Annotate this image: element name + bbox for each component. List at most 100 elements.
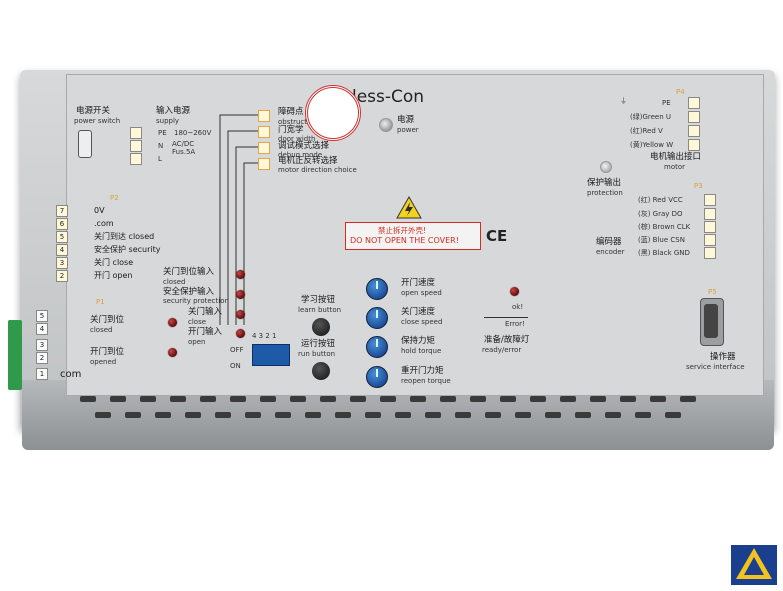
terminal-b3[interactable]: 3 <box>36 339 48 351</box>
supply-label-en: supply <box>156 117 180 125</box>
terminal-5-label: 关门到达 closed <box>94 232 155 241</box>
terminal-b4[interactable]: 4 <box>36 323 48 335</box>
motor-terminal-pe[interactable] <box>688 97 700 109</box>
terminal-b5[interactable]: 5 <box>36 310 48 322</box>
terminal-6[interactable]: 6 <box>56 218 68 230</box>
p3-label: P3 <box>694 182 703 190</box>
service-port-inner <box>704 304 718 338</box>
terminal-n[interactable] <box>130 140 142 152</box>
debug-indicator <box>258 142 270 154</box>
error-label: Error! <box>505 320 525 328</box>
encoder-row-4: (蓝) Blue CSN <box>638 236 685 244</box>
motor-row-u: (绿)Green U <box>630 113 672 121</box>
service-cn: 操作器 <box>710 352 736 362</box>
closed-led <box>236 270 245 279</box>
terminal-3[interactable]: 3 <box>56 257 68 269</box>
learn-button[interactable] <box>312 318 330 336</box>
power-switch-label-en: power switch <box>74 117 121 125</box>
close-input-en: close <box>188 318 207 326</box>
closed-input-en: closed <box>163 278 186 286</box>
obstruct-indicator <box>258 110 270 122</box>
hold-torque-en: hold torque <box>401 347 442 355</box>
dip-switch[interactable] <box>252 344 290 366</box>
terminal-3-label: 关门 close <box>94 258 134 267</box>
motor-row-v: (红)Red V <box>630 127 663 135</box>
motor-dir-en: motor direction choice <box>278 166 357 174</box>
motor-terminal-w[interactable] <box>688 139 700 151</box>
n-label: N <box>158 142 164 150</box>
security-input-cn: 安全保护输入 <box>163 287 215 297</box>
logo-icon <box>736 548 772 579</box>
protection-cn: 保护输出 <box>587 178 622 188</box>
protection-led <box>600 161 612 173</box>
wiring-lines <box>219 114 258 325</box>
power-switch-label-cn: 电源开关 <box>76 106 111 116</box>
terminal-5[interactable]: 5 <box>56 231 68 243</box>
closed-cn: 关门到位 <box>90 315 125 325</box>
open-input-en: open <box>188 338 206 346</box>
terminal-6-label: .com <box>94 219 114 228</box>
terminal-b1[interactable]: 1 <box>36 368 48 380</box>
encoder-terminal-2[interactable] <box>704 208 716 220</box>
opened-cn: 开门到位 <box>90 347 125 357</box>
debug-cn: 调试模式选择 <box>278 141 330 151</box>
voltage-label: 180~260V <box>174 129 212 137</box>
close-speed-cn: 关门速度 <box>401 307 436 317</box>
terminal-4[interactable]: 4 <box>56 244 68 256</box>
encoder-terminal-5[interactable] <box>704 247 716 259</box>
terminal-b2[interactable]: 2 <box>36 352 48 364</box>
motor-dir-cn: 电机正反转选择 <box>278 156 338 166</box>
open-speed-en: open speed <box>401 289 442 297</box>
open-speed-cn: 开门速度 <box>401 278 436 288</box>
security-input-en: security protection <box>163 297 229 305</box>
run-button-cn: 运行按钮 <box>301 339 336 349</box>
obstruct-en: obstruct <box>278 118 308 126</box>
run-button-en: run button <box>298 350 336 358</box>
green-terminal-block[interactable] <box>8 320 22 390</box>
door-width-cn: 门宽学 <box>278 125 304 135</box>
encoder-terminal-3[interactable] <box>704 221 716 233</box>
power-switch[interactable] <box>78 130 92 158</box>
encoder-row-1: (红) Red VCC <box>638 196 683 204</box>
status-divider <box>484 317 528 318</box>
corner-logo <box>731 545 777 585</box>
close-speed-knob[interactable] <box>366 307 388 329</box>
encoder-terminal-4[interactable] <box>704 234 716 246</box>
dip-numbers: 4 3 2 1 <box>252 332 277 340</box>
reopen-torque-knob[interactable] <box>366 366 388 388</box>
fuse-label: Fus.5A <box>172 148 196 156</box>
motor-cn: 电机输出接口 <box>650 152 702 162</box>
l-label: L <box>158 155 162 163</box>
terminal-l[interactable] <box>130 153 142 165</box>
power-led <box>379 118 393 132</box>
reopen-torque-cn: 重开门力矩 <box>401 366 444 376</box>
door-width-en: door width <box>278 135 316 143</box>
close-speed-en: close speed <box>401 318 443 326</box>
warning-cn: 禁止拆开外壳! <box>378 226 427 235</box>
motor-terminal-v[interactable] <box>688 125 700 137</box>
terminal-7[interactable]: 7 <box>56 205 68 217</box>
p4-label: P4 <box>676 88 685 96</box>
hold-torque-knob[interactable] <box>366 336 388 358</box>
terminal-pe[interactable] <box>130 127 142 139</box>
encoder-row-3: (棕) Brown CLK <box>638 223 691 231</box>
dip-off-label: OFF <box>230 346 244 354</box>
learn-button-cn: 学习按钮 <box>301 295 336 305</box>
terminal-7-label: 0V <box>94 206 105 215</box>
run-button[interactable] <box>312 362 330 380</box>
power-label-en: power <box>397 126 419 134</box>
motor-terminal-u[interactable] <box>688 111 700 123</box>
p1-label: P1 <box>96 298 105 306</box>
com-label: com <box>60 369 82 380</box>
close-led <box>236 310 245 319</box>
reopen-torque-en: reopen torque <box>401 377 451 385</box>
terminal-2[interactable]: 2 <box>56 270 68 282</box>
open-speed-knob[interactable] <box>366 278 388 300</box>
ground-icon: ⏚ <box>620 97 627 105</box>
open-led <box>236 329 245 338</box>
ready-en: ready/error <box>482 346 522 354</box>
opened-en: opened <box>90 358 117 366</box>
warning-box <box>345 222 481 250</box>
encoder-terminal-1[interactable] <box>704 194 716 206</box>
ok-label: ok! <box>512 303 524 311</box>
